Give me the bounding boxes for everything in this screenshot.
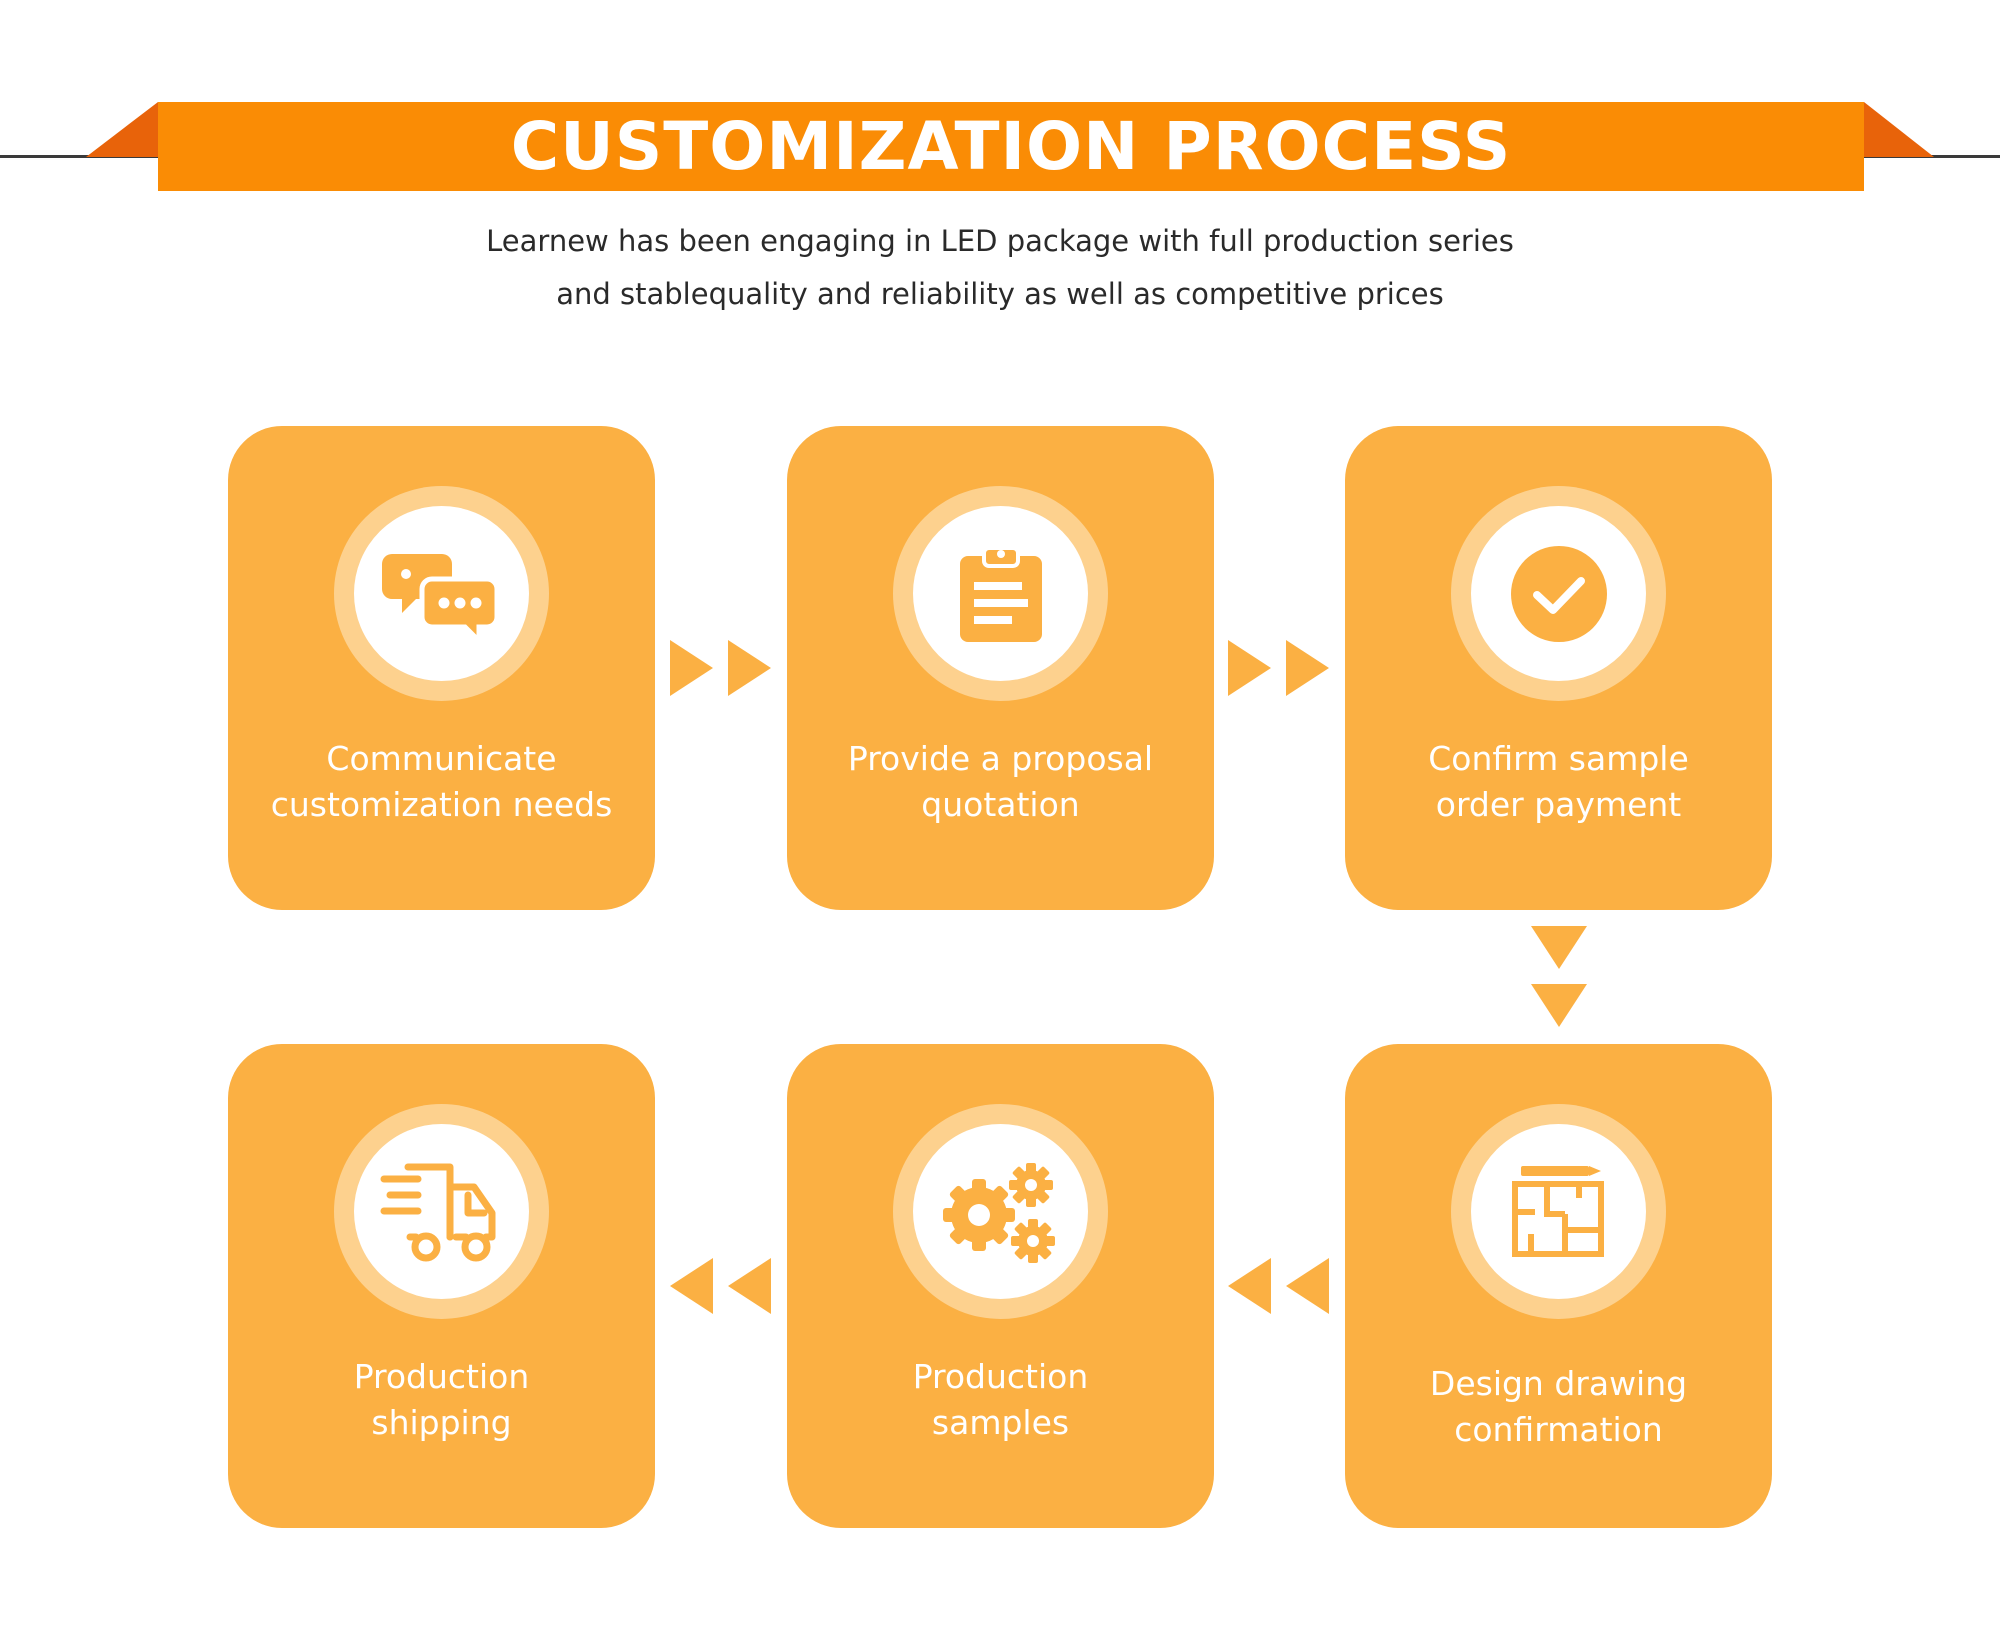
step-label: Communicate customization needs: [238, 736, 645, 828]
arrow-left-5-to-6: [670, 1258, 771, 1314]
step-label: Provide a proposal quotation: [797, 736, 1204, 828]
icon-ring: [334, 486, 549, 701]
step-card-proposal: Provide a proposal quotation: [787, 426, 1214, 910]
step-label-line-2: quotation: [921, 785, 1080, 824]
step-label-line-2: samples: [931, 1403, 1070, 1442]
icon-ring: [893, 1104, 1108, 1319]
step-card-production-samples: Production samples: [787, 1044, 1214, 1528]
title-banner: CUSTOMIZATION PROCESS: [158, 102, 1864, 191]
icon-disc: [1471, 506, 1646, 681]
step-label: Production samples: [797, 1354, 1204, 1446]
step-label-line-2: order payment: [1435, 785, 1682, 824]
icon-ring: [1451, 1104, 1666, 1319]
step-label-line-1: Design drawing: [1429, 1364, 1688, 1403]
arrow-right-2-to-3: [1228, 640, 1329, 696]
icon-disc: [354, 506, 529, 681]
step-label: Design drawing confirmation: [1355, 1361, 1762, 1453]
step-card-confirm-payment: Confirm sample order payment: [1345, 426, 1772, 910]
chat-bubbles-icon: [381, 553, 499, 644]
icon-disc: [913, 1124, 1088, 1299]
icon-disc: [913, 506, 1088, 681]
floor-plan-icon: [1511, 1165, 1604, 1257]
step-label: Confirm sample order payment: [1355, 736, 1762, 828]
delivery-truck-icon: [380, 1163, 495, 1261]
icon-disc: [354, 1124, 529, 1299]
step-label-line-1: Provide a proposal: [847, 739, 1154, 778]
step-label-line-1: Production: [353, 1357, 530, 1396]
step-label-line-2: confirmation: [1454, 1410, 1663, 1449]
banner-wing-right: [1864, 102, 1934, 157]
subtitle-line-2: and stablequality and reliability as wel…: [556, 277, 1444, 311]
step-label-line-1: Confirm sample: [1428, 739, 1689, 778]
banner-wing-left: [86, 102, 158, 157]
subtitle-line-1: Learnew has been engaging in LED package…: [486, 224, 1514, 258]
step-card-communicate: Communicate customization needs: [228, 426, 655, 910]
icon-ring: [1451, 486, 1666, 701]
checkmark-icon: [1510, 545, 1607, 642]
step-card-design-drawing: Design drawing confirmation: [1345, 1044, 1772, 1528]
arrow-right-1-to-2: [670, 640, 771, 696]
icon-ring: [334, 1104, 549, 1319]
arrow-down-3-to-4: [1531, 926, 1587, 1027]
icon-ring: [893, 486, 1108, 701]
page-title: CUSTOMIZATION PROCESS: [510, 108, 1512, 185]
icon-disc: [1471, 1124, 1646, 1299]
step-card-production-shipping: Production shipping: [228, 1044, 655, 1528]
step-label-line-1: Production: [912, 1357, 1089, 1396]
banner-line-left: [0, 155, 160, 158]
step-label: Production shipping: [238, 1354, 645, 1446]
step-label-line-2: customization needs: [270, 785, 613, 824]
clipboard-icon: [959, 545, 1042, 642]
step-label-line-2: shipping: [371, 1403, 512, 1442]
step-label-line-1: Communicate: [326, 739, 557, 778]
gears-icon: [942, 1162, 1055, 1263]
arrow-left-4-to-5: [1228, 1258, 1329, 1314]
